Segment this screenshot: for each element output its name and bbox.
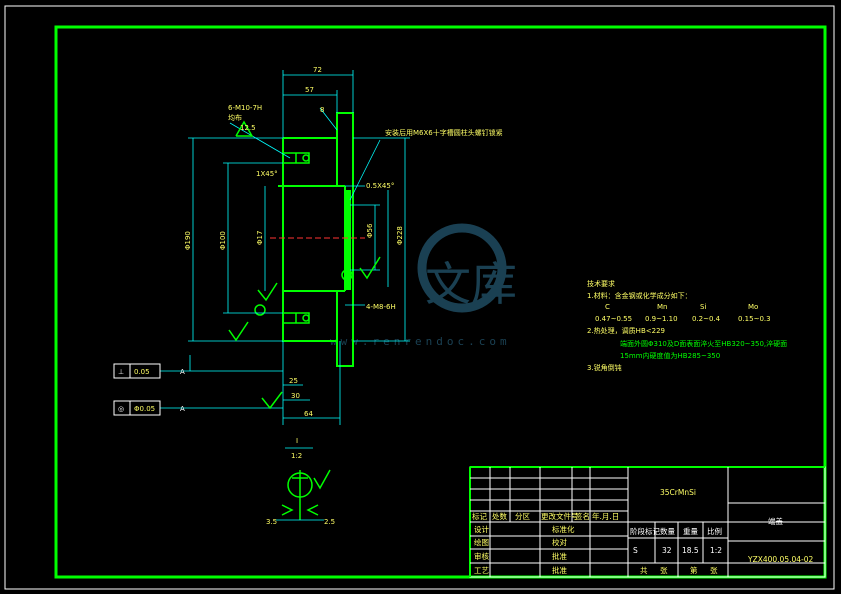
- svg-text:Φ228: Φ228: [396, 226, 404, 245]
- svg-text:YZX400.05.04-02: YZX400.05.04-02: [747, 555, 814, 564]
- svg-text:年.月.日: 年.月.日: [592, 511, 619, 521]
- svg-text:Si: Si: [700, 303, 706, 311]
- svg-text:0.5X45°: 0.5X45°: [366, 182, 394, 190]
- svg-text:张: 张: [710, 566, 718, 575]
- detail-view: [276, 447, 324, 521]
- svg-text:1:2: 1:2: [291, 452, 302, 460]
- svg-text:均布: 均布: [228, 113, 242, 122]
- watermark: 文库 www.renrendoc.com: [330, 223, 517, 348]
- svg-text:I: I: [296, 437, 298, 445]
- svg-text:35CrMnSi: 35CrMnSi: [660, 488, 696, 497]
- part-section: [278, 112, 354, 367]
- svg-text:技术要求: 技术要求: [587, 279, 615, 288]
- svg-text:张: 张: [660, 566, 668, 575]
- svg-text:6-M10-7H: 6-M10-7H: [228, 104, 262, 112]
- svg-text:Φ0.05: Φ0.05: [134, 405, 155, 413]
- svg-text:32: 32: [662, 546, 672, 555]
- svg-text:A: A: [180, 368, 185, 376]
- svg-text:15mm内硬度值为HB285~350: 15mm内硬度值为HB285~350: [620, 351, 720, 360]
- svg-text:更改文件号: 更改文件号: [541, 511, 579, 521]
- svg-text:Φ56: Φ56: [366, 223, 374, 238]
- svg-text:◎: ◎: [118, 405, 124, 413]
- svg-text:0.47~0.55: 0.47~0.55: [595, 315, 632, 323]
- svg-text:0.15~0.3: 0.15~0.3: [738, 315, 771, 323]
- svg-text:3.锐角倒钝: 3.锐角倒钝: [587, 363, 622, 372]
- svg-text:重量: 重量: [683, 527, 698, 536]
- svg-text:1X45°: 1X45°: [256, 170, 278, 178]
- tech-requirements: 技术要求 1.材料：含金钢或化学成分如下： C Mn Si Mo 0.47~0.…: [587, 279, 787, 372]
- title-block: [469, 466, 826, 578]
- svg-text:0.2~0.4: 0.2~0.4: [692, 315, 721, 323]
- svg-text:2.5: 2.5: [324, 518, 335, 526]
- svg-text:工艺: 工艺: [474, 566, 489, 575]
- svg-text:2.热处理，调质HB<229: 2.热处理，调质HB<229: [587, 326, 665, 335]
- svg-text:⊥: ⊥: [118, 368, 124, 376]
- svg-text:校对: 校对: [552, 537, 567, 547]
- svg-text:设计: 设计: [474, 524, 489, 534]
- svg-text:C: C: [605, 303, 610, 311]
- svg-text:64: 64: [304, 410, 313, 418]
- svg-text:标记: 标记: [472, 511, 487, 521]
- svg-text:18.5: 18.5: [682, 546, 699, 555]
- svg-text:57: 57: [305, 86, 314, 94]
- svg-text:批准: 批准: [552, 551, 567, 561]
- svg-text:0.05: 0.05: [134, 368, 150, 376]
- svg-text:4-M8-6H: 4-M8-6H: [366, 303, 396, 311]
- svg-text:数量: 数量: [660, 526, 675, 536]
- svg-text:Φ100: Φ100: [219, 231, 227, 250]
- svg-text:共: 共: [640, 566, 648, 575]
- svg-text:第: 第: [690, 565, 698, 575]
- svg-text:处数: 处数: [492, 511, 507, 521]
- svg-text:Mo: Mo: [748, 303, 758, 311]
- svg-text:端盖: 端盖: [768, 516, 783, 526]
- svg-text:阶段标记: 阶段标记: [630, 526, 660, 536]
- tolerance-text: ⊥ 0.05 ◎ Φ0.05 A A: [118, 368, 185, 413]
- drawing-border: [54, 25, 827, 579]
- svg-text:1.材料：含金钢或化学成分如下：: 1.材料：含金钢或化学成分如下：: [587, 291, 692, 300]
- svg-text:标准化: 标准化: [552, 524, 575, 534]
- svg-text:签名: 签名: [575, 511, 590, 521]
- svg-text:Mn: Mn: [657, 303, 667, 311]
- title-block-text: 标记 处数 分区 更改文件号 签名 年.月.日 设计 标准化 绘图 校对 审核 …: [472, 488, 814, 575]
- svg-text:安装后用M6X6十字槽圆柱头螺钉锁紧: 安装后用M6X6十字槽圆柱头螺钉锁紧: [385, 128, 503, 137]
- svg-text:3.5: 3.5: [266, 518, 277, 526]
- svg-text:比例: 比例: [707, 526, 722, 536]
- tolerance-frames: [113, 363, 161, 416]
- vertical-dimension-text: Φ190 Φ100 Φ17 Φ56 Φ228: [184, 223, 404, 250]
- svg-text:审核: 审核: [474, 551, 489, 561]
- hatched-section: [346, 190, 351, 290]
- svg-text:0.9~1.10: 0.9~1.10: [645, 315, 678, 323]
- svg-text:A: A: [180, 405, 185, 413]
- svg-text:分区: 分区: [515, 512, 530, 521]
- threaded-holes: [254, 152, 353, 324]
- svg-text:S: S: [633, 546, 638, 555]
- outer-frame: [4, 5, 835, 590]
- roughness-symbols: [228, 120, 381, 490]
- svg-text:1:2: 1:2: [710, 546, 722, 555]
- svg-text:www.renrendoc.com: www.renrendoc.com: [330, 335, 511, 348]
- svg-text:12.5: 12.5: [240, 124, 256, 132]
- svg-text:Φ17: Φ17: [256, 231, 264, 245]
- svg-text:绘图: 绘图: [474, 537, 489, 547]
- svg-text:批准: 批准: [552, 565, 567, 575]
- svg-text:Φ190: Φ190: [184, 231, 192, 250]
- dimension-lines: [160, 70, 410, 425]
- svg-text:8: 8: [320, 106, 324, 114]
- svg-text:25: 25: [289, 377, 298, 385]
- svg-text:30: 30: [291, 392, 300, 400]
- svg-text:72: 72: [313, 66, 322, 74]
- dimension-text: 72 57 8 25 30 64 1X45° 0.5X45° 6-M10-7H …: [228, 66, 503, 526]
- svg-text:端面外圆Φ310及D面表面淬火至HB320~350,淬硬面: 端面外圆Φ310及D面表面淬火至HB320~350,淬硬面: [620, 339, 787, 348]
- svg-text:文库: 文库: [425, 257, 517, 311]
